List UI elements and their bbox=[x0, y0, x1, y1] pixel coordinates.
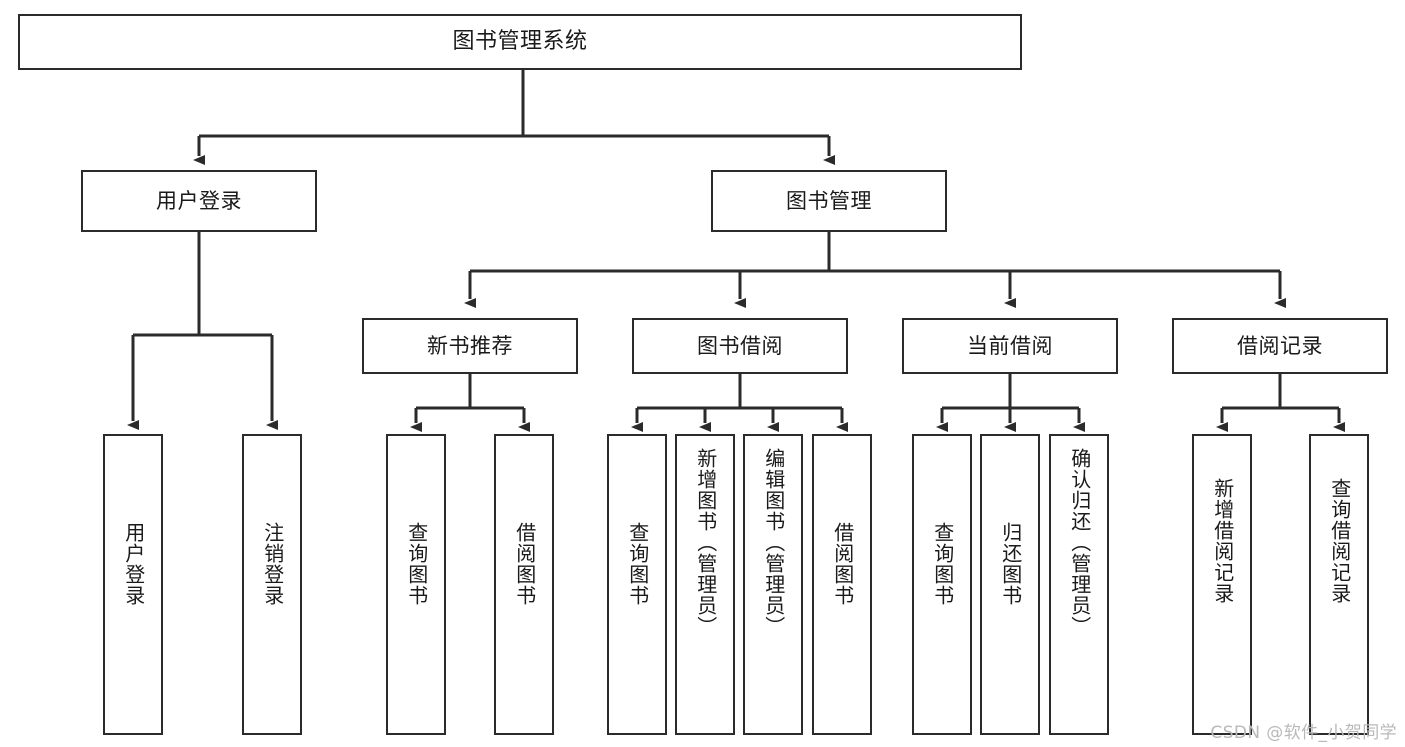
node-label: 借阅图书 bbox=[512, 522, 537, 606]
leaf-query-record[interactable]: 查询借阅记录 bbox=[1309, 434, 1369, 735]
node-label: 查询图书 bbox=[625, 522, 650, 606]
node-user-login[interactable]: 用户登录 bbox=[81, 170, 317, 232]
node-label: 查询借阅记录 bbox=[1327, 478, 1352, 604]
leaf-edit-book[interactable]: 编辑图书（管理员） bbox=[743, 434, 803, 735]
node-label: 图书管理系统 bbox=[452, 29, 588, 55]
leaf-query-book-2[interactable]: 查询图书 bbox=[607, 434, 667, 735]
leaf-query-book-1[interactable]: 查询图书 bbox=[386, 434, 446, 735]
node-book-borrow[interactable]: 图书借阅 bbox=[632, 318, 848, 374]
leaf-return-book[interactable]: 归还图书 bbox=[980, 434, 1040, 735]
leaf-borrow-book-2[interactable]: 借阅图书 bbox=[812, 434, 872, 735]
leaf-borrow-book-1[interactable]: 借阅图书 bbox=[494, 434, 554, 735]
node-label: 新书推荐 bbox=[427, 333, 513, 358]
leaf-confirm-return[interactable]: 确认归还（管理员） bbox=[1049, 434, 1109, 735]
leaf-add-book[interactable]: 新增图书（管理员） bbox=[675, 434, 735, 735]
leaf-add-record[interactable]: 新增借阅记录 bbox=[1192, 434, 1252, 735]
node-root-system[interactable]: 图书管理系统 bbox=[18, 14, 1022, 70]
node-label: 图书管理 bbox=[786, 188, 872, 213]
node-borrow-record[interactable]: 借阅记录 bbox=[1172, 318, 1388, 374]
node-label: 新增借阅记录 bbox=[1210, 478, 1235, 604]
node-label: 查询图书 bbox=[930, 522, 955, 606]
node-label: 归还图书 bbox=[998, 522, 1023, 606]
node-label: 用户登录 bbox=[156, 188, 242, 213]
node-label: 当前借阅 bbox=[967, 333, 1053, 358]
node-label: 新增图书（管理员） bbox=[693, 448, 718, 637]
node-label: 查询图书 bbox=[404, 522, 429, 606]
watermark-text: CSDN @软件_小贺同学 bbox=[1210, 723, 1397, 743]
node-label: 借阅图书 bbox=[830, 522, 855, 606]
node-current-borrow[interactable]: 当前借阅 bbox=[902, 318, 1118, 374]
node-new-book-recommend[interactable]: 新书推荐 bbox=[362, 318, 578, 374]
node-label: 图书借阅 bbox=[697, 333, 783, 358]
node-label: 注销登录 bbox=[260, 522, 285, 606]
node-label: 用户登录 bbox=[121, 522, 146, 606]
node-label: 编辑图书（管理员） bbox=[761, 448, 786, 637]
leaf-user-login[interactable]: 用户登录 bbox=[103, 434, 163, 735]
leaf-query-book-3[interactable]: 查询图书 bbox=[912, 434, 972, 735]
node-book-management[interactable]: 图书管理 bbox=[711, 170, 947, 232]
node-label: 确认归还（管理员） bbox=[1067, 448, 1092, 637]
leaf-user-logout[interactable]: 注销登录 bbox=[242, 434, 302, 735]
node-label: 借阅记录 bbox=[1237, 333, 1323, 358]
